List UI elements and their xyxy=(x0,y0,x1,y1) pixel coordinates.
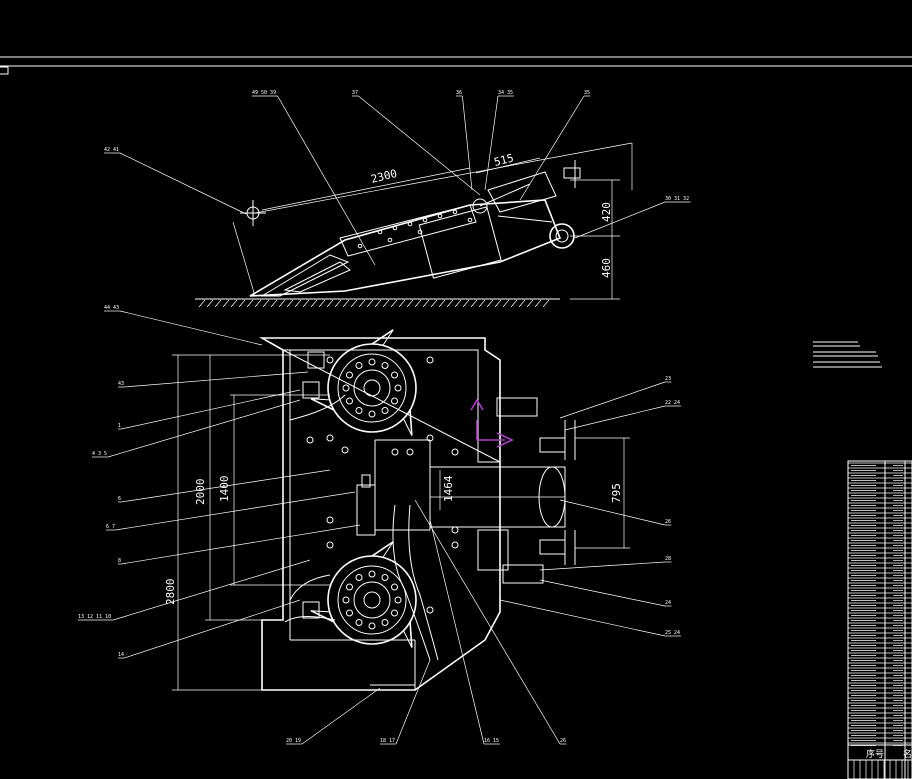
table-footer-left: 序号 xyxy=(866,748,884,760)
callout-tag: 26 xyxy=(560,738,566,744)
dim-plan-inner: 1400 xyxy=(218,476,231,503)
dim-side-length: 2300 xyxy=(370,167,399,186)
callout-tag: 24 xyxy=(665,600,671,606)
callout-tag: 14 xyxy=(118,652,124,658)
callout-tag: 44 43 xyxy=(104,305,119,311)
callout-tag: 25 24 xyxy=(665,630,680,636)
parts-list-table: 序号 名 xyxy=(847,460,912,779)
callout-tag: 28 xyxy=(665,556,671,562)
dim-side-short: 515 xyxy=(493,151,515,168)
callout-tag: 26 xyxy=(665,519,671,525)
callout-tag: 36 xyxy=(456,90,462,96)
callout-tag: 35 xyxy=(584,90,590,96)
dim-side-lower: 460 xyxy=(600,258,613,278)
callout-leaders: 49 50 39 37 36 34 35 35 42 41 30 31 32 44 43 43 1… xyxy=(78,90,691,745)
table-footer-right: 名 xyxy=(903,748,912,760)
callout-tag: 37 xyxy=(352,90,358,96)
callout-tag: 18 17 xyxy=(380,738,395,744)
callout-tag: 6 7 xyxy=(106,524,115,530)
callout-tag: 13 12 11 10 xyxy=(78,614,111,620)
callout-tag: 4 3 5 xyxy=(92,451,107,457)
callout-tag: 43 xyxy=(118,381,124,387)
callout-tag: 42 41 xyxy=(104,147,119,153)
callout-tag: 8 xyxy=(118,558,121,564)
side-elevation-view: 2300 515 420 460 xyxy=(195,142,633,308)
callout-tag: 1 xyxy=(118,423,121,429)
dim-plan-right: 795 xyxy=(610,483,623,503)
callout-tag: 6 xyxy=(118,496,121,502)
callout-tag: 34 35 xyxy=(498,90,513,96)
legend-bars xyxy=(813,341,882,368)
plan-view: 2000 1400 2800 1464 795 xyxy=(164,329,630,691)
dim-plan-center: 1464 xyxy=(442,475,455,502)
dim-side-upper: 420 xyxy=(600,202,613,222)
dim-plan-total: 2800 xyxy=(164,579,177,606)
callout-tag: 49 50 39 xyxy=(252,90,276,96)
callout-tag: 30 31 32 xyxy=(665,196,689,202)
drawing-frame xyxy=(0,56,912,75)
dim-plan-width: 2000 xyxy=(194,479,207,506)
callout-tag: 16 15 xyxy=(484,738,499,744)
callout-tag: 23 xyxy=(665,376,671,382)
callout-tag: 20 19 xyxy=(286,738,301,744)
callout-tag: 22 24 xyxy=(665,400,680,406)
